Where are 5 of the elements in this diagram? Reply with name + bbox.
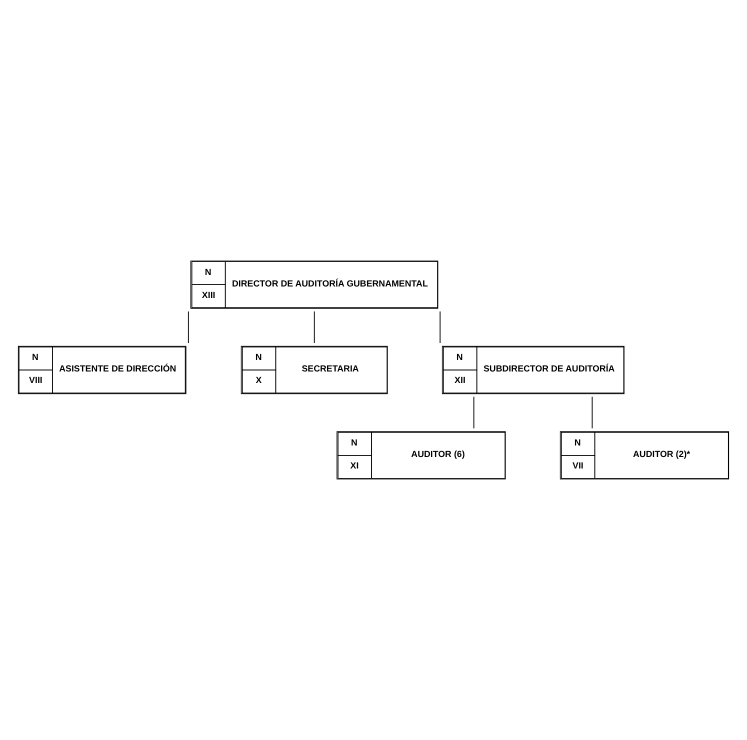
connector — [440, 311, 441, 344]
connector — [314, 311, 315, 344]
connector — [473, 396, 474, 429]
connector — [592, 396, 593, 429]
connector — [188, 311, 189, 344]
